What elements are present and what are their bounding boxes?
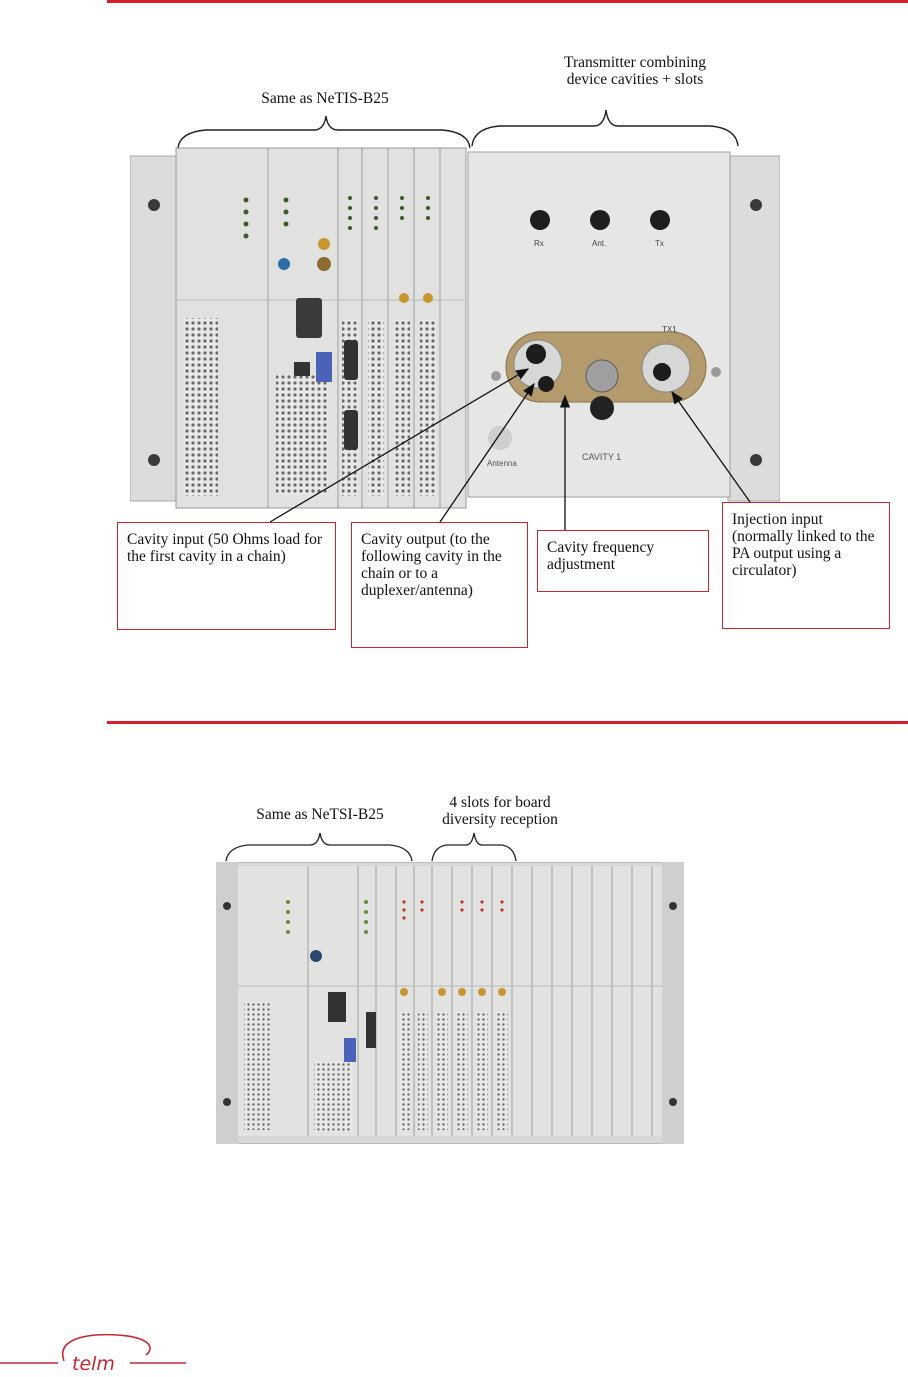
cavity-mark: CAVITY 1: [582, 452, 621, 462]
telm-logo: telm: [0, 1333, 186, 1375]
label-same-as-netis: Same as NeTIS-B25: [261, 90, 389, 107]
antenna-mark: Antenna: [487, 459, 517, 468]
callout-frequency-adjustment: Cavity frequency adjustment: [537, 530, 709, 592]
rack-with-cavity-illustration: Rx Ant. Tx TX1 Antenna CAVITY 1: [130, 147, 780, 509]
callout-cavity-input: Cavity input (50 Ohms load for the first…: [117, 522, 336, 630]
rack-full-illustration: [216, 862, 684, 1144]
callout-injection-input: Injection input (normally linked to the …: [722, 502, 890, 629]
brace-right-top: [471, 109, 739, 147]
callout-cavity-output: Cavity output (to the following cavity i…: [351, 522, 528, 648]
label-diversity-slots: 4 slots for board diversity reception: [420, 794, 580, 828]
brace-right-bottom: [431, 832, 517, 862]
rx-mark: Rx: [534, 239, 544, 248]
ant-mark: Ant.: [592, 239, 606, 248]
top-rule: [107, 0, 908, 3]
tx-mark: Tx: [655, 239, 664, 248]
middle-rule: [107, 721, 908, 724]
label-line-1: 4 slots for board: [449, 794, 551, 811]
logo-text: telm: [72, 1353, 115, 1375]
label-line-2: device cavities + slots: [566, 71, 704, 88]
label-same-as-netsi: Same as NeTSI-B25: [256, 806, 384, 823]
label-line-1: Transmitter combining: [564, 54, 706, 71]
equipment-photo-2: [216, 862, 684, 1144]
label-line-2: diversity reception: [442, 811, 558, 828]
label-transmitter-combining: Transmitter combining device cavities + …: [520, 54, 750, 88]
brace-left-top: [177, 115, 471, 149]
brace-left-bottom: [225, 832, 413, 862]
equipment-photo-1: Rx Ant. Tx TX1 Antenna CAVITY 1: [130, 140, 780, 515]
tx1-mark: TX1: [662, 325, 677, 334]
